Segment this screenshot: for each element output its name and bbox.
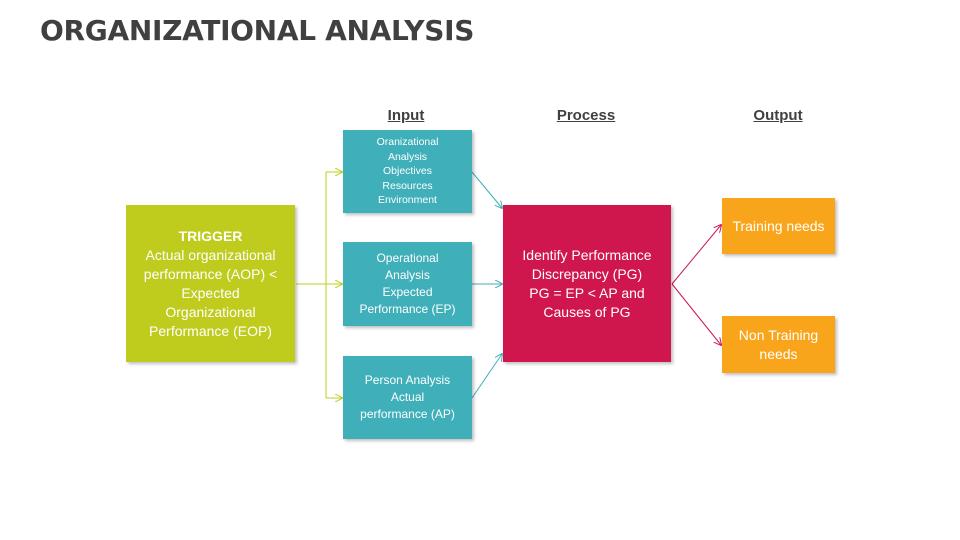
arrow-process-to-output-1 bbox=[671, 225, 721, 285]
process-line: Identify Performance bbox=[522, 246, 652, 263]
output-line: Training needs bbox=[732, 217, 825, 234]
input-box-person-analysis: Person Analysis Actual performance (AP) bbox=[343, 356, 472, 439]
column-header-output: Output bbox=[753, 107, 803, 124]
input-line: Performance (EP) bbox=[359, 302, 456, 316]
arrow-input-1-to-process bbox=[471, 171, 502, 208]
output-box-non-training-needs: Non Training needs bbox=[722, 316, 835, 373]
input-line: Oranizational bbox=[376, 136, 439, 149]
column-header-input: Input bbox=[387, 107, 425, 124]
input-line: Objectives bbox=[382, 165, 433, 178]
input-line: Person Analysis bbox=[364, 373, 451, 387]
output-line: needs bbox=[759, 345, 798, 362]
input-line: Analysis bbox=[385, 268, 430, 282]
slide-title: ORGANIZATIONAL ANALYSIS bbox=[40, 14, 475, 47]
column-header-process: Process bbox=[556, 107, 616, 124]
trigger-line: performance (AOP) < bbox=[143, 265, 278, 282]
process-line: Causes of PG bbox=[543, 303, 631, 320]
input-line: performance (AP) bbox=[360, 407, 455, 421]
input-line: Operational bbox=[376, 251, 439, 265]
input-box-organizational-analysis: Oranizational Analysis Objectives Resour… bbox=[343, 130, 472, 213]
input-box-operational-analysis: Operational Analysis Expected Performanc… bbox=[343, 242, 472, 326]
process-line: Discrepancy (PG) bbox=[531, 265, 643, 282]
input-line: Actual bbox=[390, 390, 425, 404]
trigger-line: Expected bbox=[181, 284, 240, 301]
trigger-heading: TRIGGER bbox=[178, 227, 243, 244]
trigger-line: Organizational bbox=[165, 303, 256, 320]
process-line: PG = EP < AP and bbox=[529, 284, 645, 301]
trigger-line: Performance (EOP) bbox=[149, 322, 272, 339]
trigger-line: Actual organizational bbox=[145, 246, 276, 263]
input-line: Expected bbox=[382, 285, 433, 299]
process-box: Identify Performance Discrepancy (PG) PG… bbox=[503, 205, 671, 362]
trigger-box: TRIGGER Actual organizational performanc… bbox=[126, 205, 295, 362]
input-line: Environment bbox=[378, 194, 437, 207]
input-line: Resources bbox=[382, 179, 433, 192]
output-line: Non Training bbox=[738, 326, 819, 343]
arrow-input-3-to-process bbox=[471, 354, 502, 399]
output-box-training-needs: Training needs bbox=[722, 198, 835, 254]
arrow-process-to-output-2 bbox=[671, 283, 721, 345]
input-line: Analysis bbox=[387, 150, 428, 163]
